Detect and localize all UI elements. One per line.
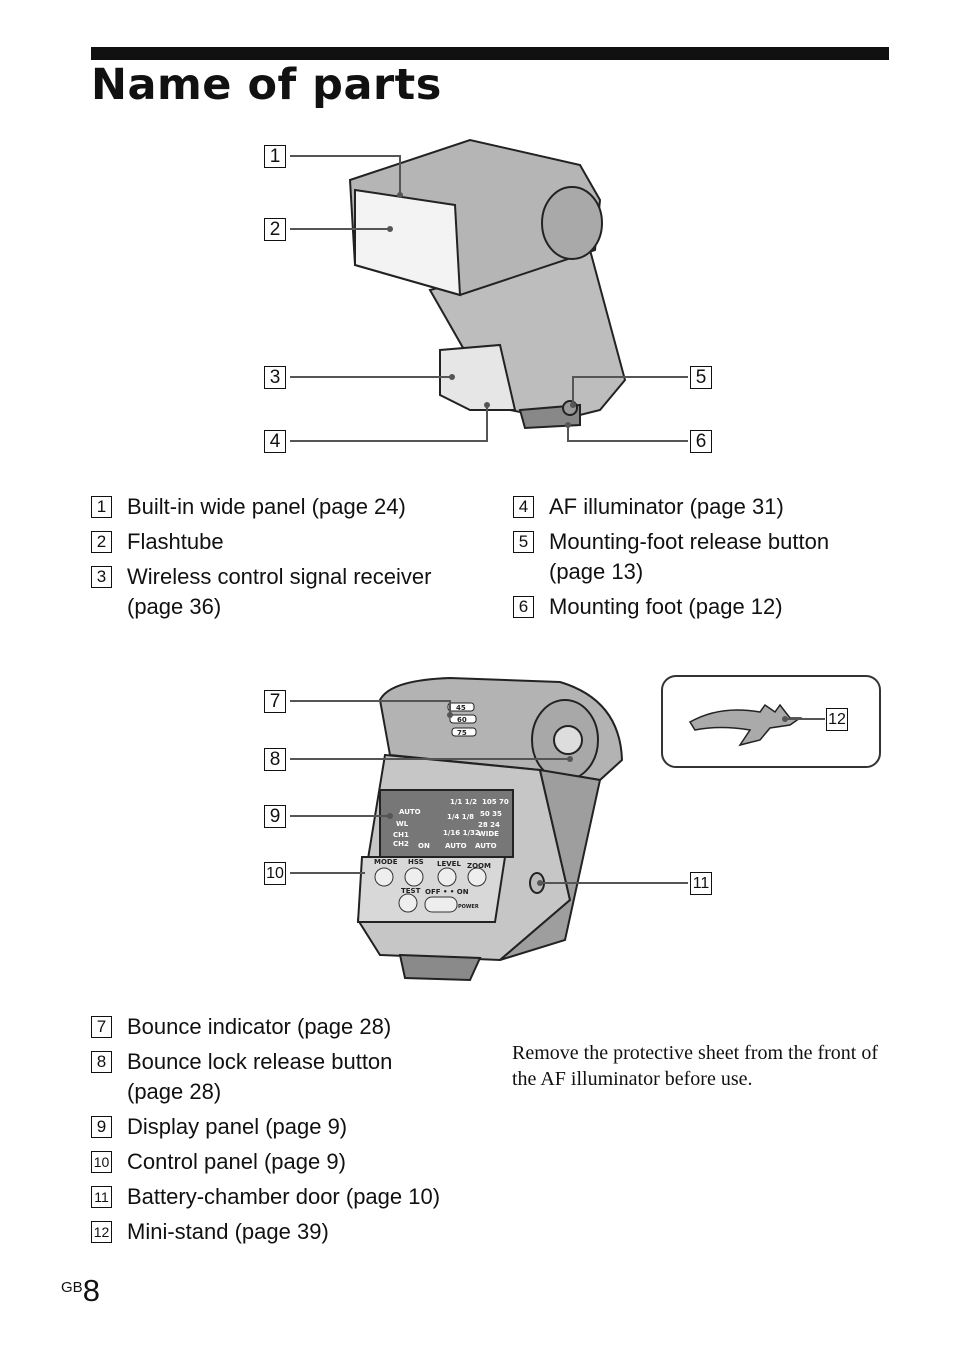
legend-text: Mini-stand (page 39) xyxy=(127,1219,329,1244)
legend-text-cont: (page 13) xyxy=(549,559,644,584)
display-wl: WL xyxy=(396,820,409,828)
legend-num: 4 xyxy=(513,496,534,518)
display-on: ON xyxy=(418,842,430,850)
callout-2: 2 xyxy=(264,218,286,241)
legend-item: 3 Wireless control signal receiver (page 3… xyxy=(91,562,491,622)
legend-text-cont: (page 36) xyxy=(127,594,222,619)
legend-item: 9 Display panel (page 9) xyxy=(91,1112,501,1142)
callout-5: 5 xyxy=(690,366,712,389)
bounce-60: 60 xyxy=(457,716,467,724)
display-auto: AUTO xyxy=(399,808,421,816)
legend-item: 11 Battery-chamber door (page 10) xyxy=(91,1182,501,1212)
callout-8: 8 xyxy=(264,748,286,771)
legend-text-cont: (page 28) xyxy=(127,1079,222,1104)
legend-item: 2 Flashtube xyxy=(91,527,491,557)
callout-9: 9 xyxy=(264,805,286,828)
page-region-code: GB xyxy=(61,1279,83,1296)
bounce-75: 75 xyxy=(457,729,467,737)
zoom-button-label: ZOOM xyxy=(467,862,491,870)
legend-num: 9 xyxy=(91,1116,112,1138)
legend-num: 6 xyxy=(513,596,534,618)
callout-3: 3 xyxy=(264,366,286,389)
legend-item: 10 Control panel (page 9) xyxy=(91,1147,501,1177)
legend-text: Mounting-foot release button xyxy=(549,529,830,554)
legend-text: Control panel (page 9) xyxy=(127,1149,346,1174)
header-rule xyxy=(91,47,889,60)
legend-item: 1 Built-in wide panel (page 24) xyxy=(91,492,491,522)
level-button-label: LEVEL xyxy=(437,860,461,868)
legend-text: Built-in wide panel (page 24) xyxy=(127,494,406,519)
callout-1: 1 xyxy=(264,145,286,168)
page-number-value: 8 xyxy=(82,1273,100,1308)
legend-num: 2 xyxy=(91,531,112,553)
legend-num: 11 xyxy=(91,1186,112,1208)
legend-item: 5 Mounting-foot release button (page 13) xyxy=(513,527,913,587)
display-auto2: AUTO xyxy=(445,842,467,850)
legend-text: Battery-chamber door (page 10) xyxy=(127,1184,441,1209)
callout-7: 7 xyxy=(264,690,286,713)
legend-item: 6 Mounting foot (page 12) xyxy=(513,592,913,622)
test-button-label: TEST xyxy=(401,887,421,895)
power-label: POWER xyxy=(458,904,479,910)
callout-12: 12 xyxy=(826,708,848,731)
legend-item: 7 Bounce indicator (page 28) xyxy=(91,1012,501,1042)
legend-text: Bounce lock release button xyxy=(127,1049,393,1074)
callout-10: 10 xyxy=(264,862,286,885)
power-switch-label: OFF • • ON xyxy=(425,888,469,896)
callout-11: 11 xyxy=(690,872,712,895)
legend-num: 12 xyxy=(91,1221,112,1243)
legend-text: AF illuminator (page 31) xyxy=(549,494,784,519)
legend-text: Display panel (page 9) xyxy=(127,1114,348,1139)
display-wide: WIDE xyxy=(478,830,499,838)
display-r3: 1/16 1/32 xyxy=(443,829,480,837)
usage-note: Remove the protective sheet from the fro… xyxy=(512,1042,878,1090)
flash-front-illustration xyxy=(290,138,688,442)
legend-num: 7 xyxy=(91,1016,112,1038)
page-title: Name of parts xyxy=(91,60,442,110)
display-z3: 28 24 xyxy=(478,821,500,829)
legend-2: 7 Bounce indicator (page 28) 8 Bounce lock… xyxy=(91,1012,501,1247)
legend-item: 12 Mini-stand (page 39) xyxy=(91,1217,501,1247)
bounce-45: 45 xyxy=(456,704,466,712)
legend-text: Bounce indicator (page 28) xyxy=(127,1014,392,1039)
display-r1: 1/1 1/2 xyxy=(450,798,477,806)
legend-1-right: 4 AF illuminator (page 31) 5 Mounting-foot… xyxy=(513,492,913,622)
legend-item: 8 Bounce lock release button (page 28) xyxy=(91,1047,501,1107)
callout-4: 4 xyxy=(264,430,286,453)
page-number: GB8 xyxy=(61,1273,100,1309)
display-r2: 1/4 1/8 xyxy=(447,813,474,821)
legend-text: Flashtube xyxy=(127,529,224,554)
callout-6: 6 xyxy=(690,430,712,453)
display-z1: 105 70 xyxy=(482,798,509,806)
flash-back-illustration: AUTO WL CH1 CH2 ON AUTO AUTO 1/1 1/2 1/4… xyxy=(290,675,881,982)
display-auto3: AUTO xyxy=(475,842,497,850)
hss-button-label: HSS xyxy=(408,858,424,866)
legend-num: 3 xyxy=(91,566,112,588)
legend-1-left: 1 Built-in wide panel (page 24) 2 Flashtub… xyxy=(91,492,491,622)
mode-button-label: MODE xyxy=(374,858,398,866)
legend-num: 10 xyxy=(91,1151,112,1173)
legend-num: 1 xyxy=(91,496,112,518)
display-ch2: CH2 xyxy=(393,840,409,848)
legend-text: Mounting foot (page 12) xyxy=(549,594,783,619)
display-z2: 50 35 xyxy=(480,810,502,818)
legend-num: 5 xyxy=(513,531,534,553)
legend-num: 8 xyxy=(91,1051,112,1073)
legend-text: Wireless control signal receiver xyxy=(127,564,432,589)
legend-item: 4 AF illuminator (page 31) xyxy=(513,492,913,522)
display-ch1: CH1 xyxy=(393,831,409,839)
